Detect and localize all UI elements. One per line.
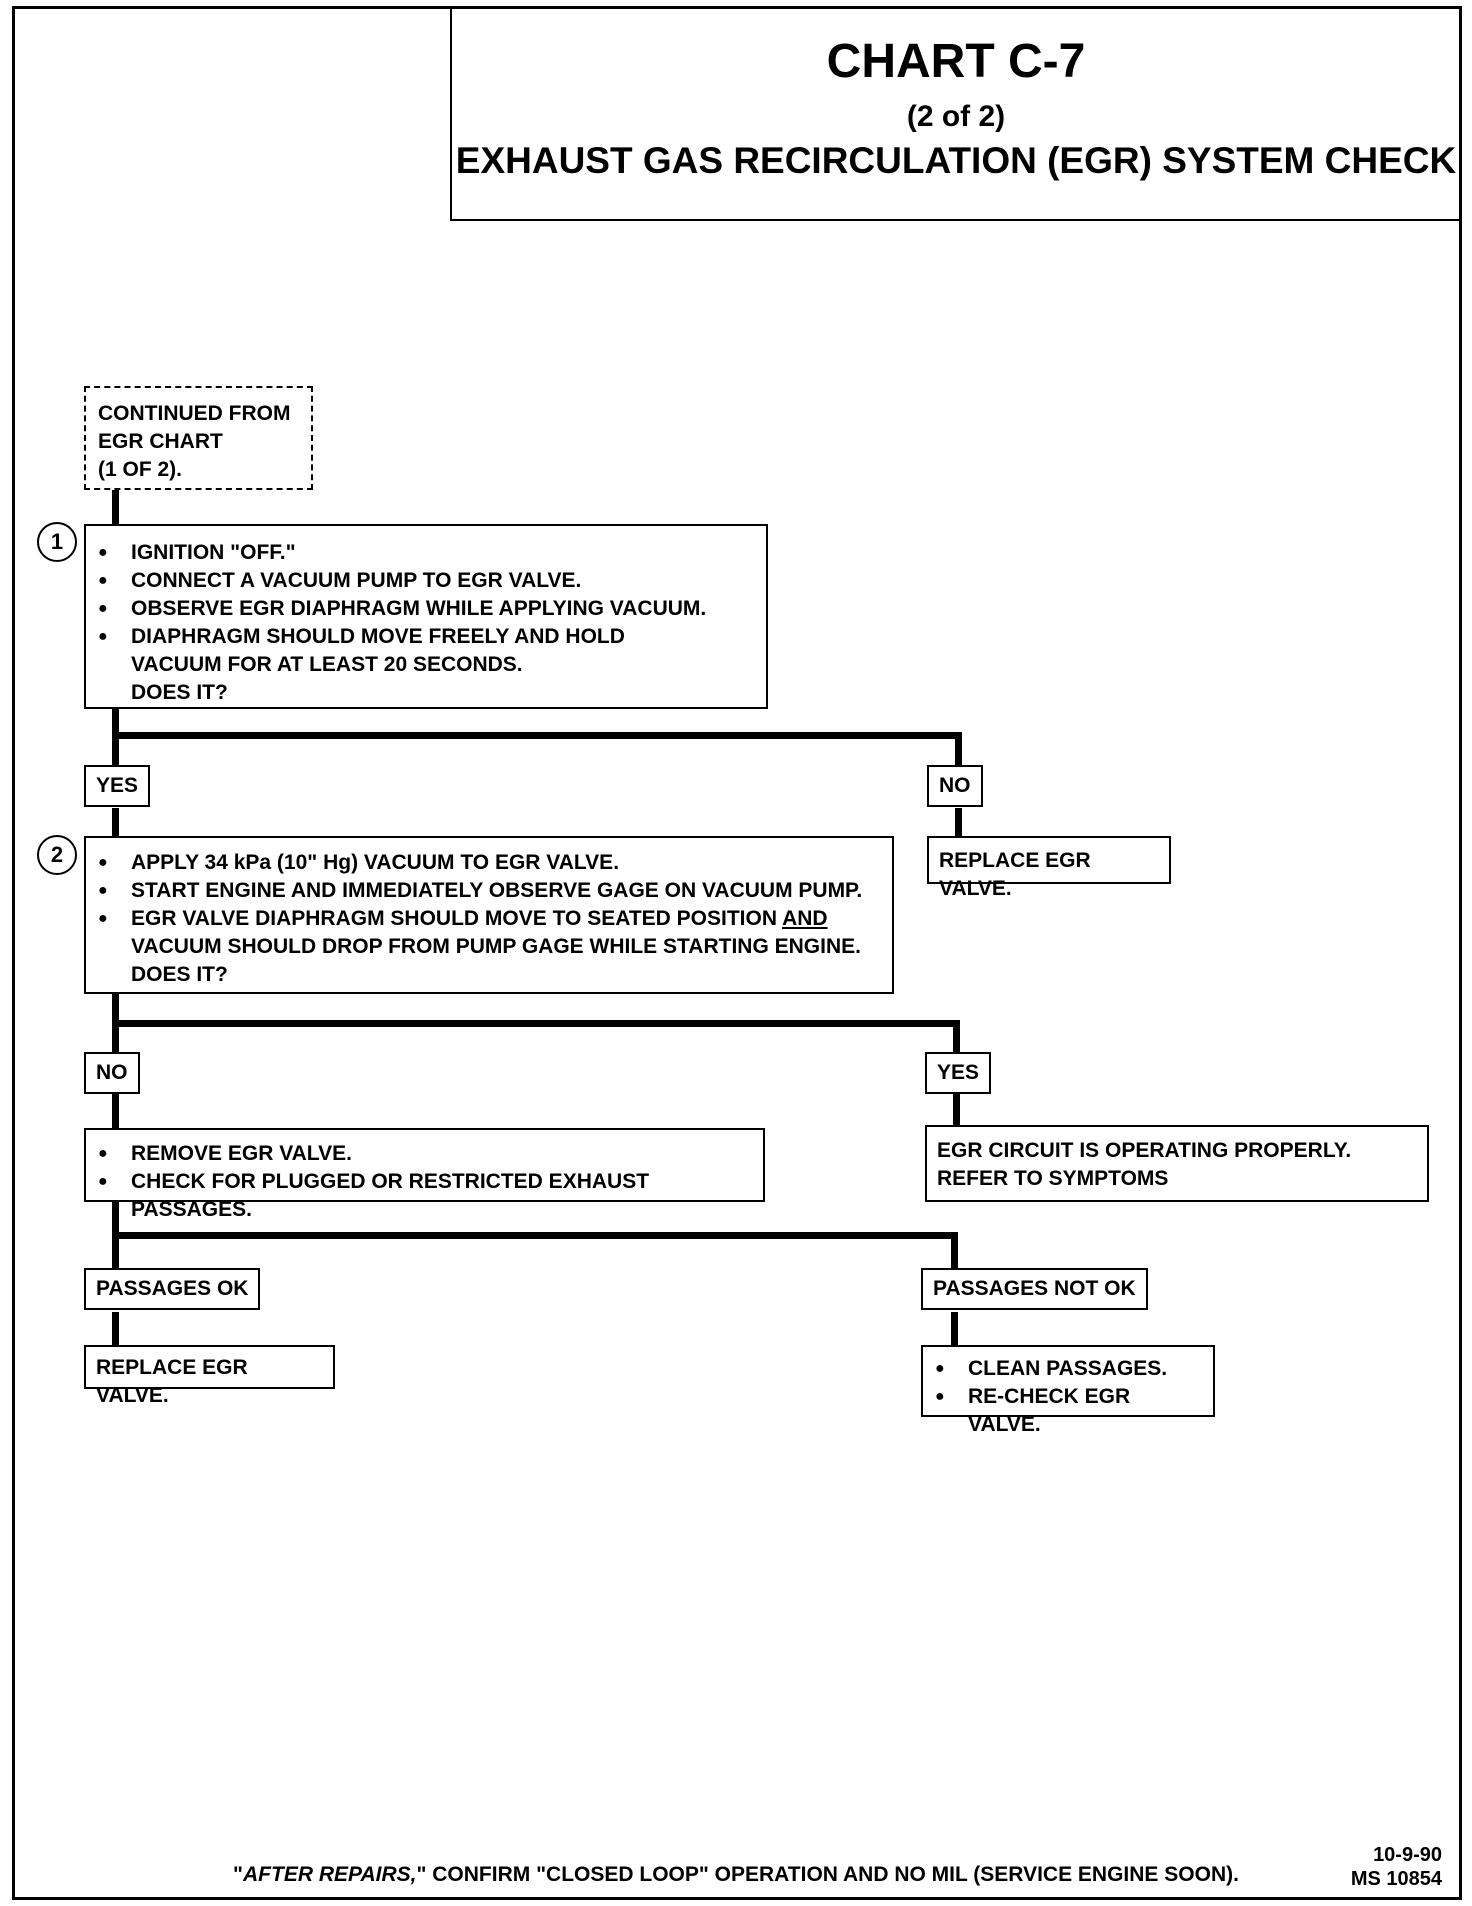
- document-date: 10-9-90: [1373, 1844, 1442, 1866]
- chart-description: EXHAUST GAS RECIRCULATION (EGR) SYSTEM C…: [455, 140, 1457, 181]
- step-2-emphasis: AND: [782, 907, 828, 930]
- connector-no2-step3: [112, 1094, 119, 1130]
- passages-ok-label: PASSAGES OK: [84, 1268, 261, 1310]
- step-2-box: APPLY 34 kPa (10" Hg) VACUUM TO EGR VALV…: [84, 836, 894, 994]
- connector-yes1-step2: [112, 808, 119, 838]
- step-1-yes-label: YES: [84, 765, 151, 807]
- passages-not-ok-bullet: CLEAN PASSAGES.: [923, 1355, 1205, 1383]
- start-line: EGR CHART: [98, 430, 223, 453]
- connector-yes2-result: [953, 1094, 960, 1127]
- step-2-yes-result: EGR CIRCUIT IS OPERATING PROPERLY. REFER…: [925, 1125, 1429, 1202]
- step-3-box: REMOVE EGR VALVE. CHECK FOR PLUGGED OR R…: [84, 1128, 765, 1221]
- step-1-marker: 1: [37, 522, 77, 562]
- footer-note: "AFTER REPAIRS," CONFIRM "CLOSED LOOP" O…: [0, 1863, 1472, 1887]
- step-3-bullet: CHECK FOR PLUGGED OR RESTRICTED EXHAUST …: [86, 1168, 755, 1224]
- step-1-bullet: DIAPHRAGM SHOULD MOVE FREELY AND HOLD VA…: [86, 623, 758, 679]
- step-1-no-result: REPLACE EGR VALVE.: [927, 836, 1171, 900]
- step-2-bullet-text: EGR VALVE DIAPHRAGM SHOULD MOVE TO SEATE…: [131, 907, 783, 930]
- step-1-box: IGNITION "OFF." CONNECT A VACUUM PUMP TO…: [84, 524, 768, 709]
- step-2-bullet: START ENGINE AND IMMEDIATELY OBSERVE GAG…: [86, 877, 884, 905]
- document-number: MS 10854: [1350, 1868, 1442, 1890]
- passages-not-ok-label: PASSAGES NOT OK: [921, 1268, 1148, 1310]
- step-2-yes-label: YES: [925, 1052, 992, 1094]
- step-1-bullet: OBSERVE EGR DIAPHRAGM WHILE APPLYING VAC…: [86, 595, 758, 623]
- passages-not-ok-bullet: RE-CHECK EGR VALVE.: [923, 1383, 1205, 1439]
- connector-step1-no-down: [955, 732, 962, 767]
- step-2-question: DOES IT?: [131, 963, 228, 986]
- title-block: CHART C-7 (2 of 2) EXHAUST GAS RECIRCULA…: [450, 8, 1460, 221]
- step-2-bullet: APPLY 34 kPa (10" Hg) VACUUM TO EGR VALV…: [86, 849, 884, 877]
- page-border: [12, 6, 1462, 1900]
- chart-title: CHART C-7: [826, 35, 1086, 88]
- footer-note-text: " CONFIRM "CLOSED LOOP" OPERATION AND NO…: [416, 1863, 1239, 1886]
- step-2-no-label: NO: [84, 1052, 140, 1094]
- step-3-bullet: REMOVE EGR VALVE.: [86, 1140, 755, 1168]
- step-1-bullet: IGNITION "OFF.": [86, 539, 758, 567]
- connector-no1-result: [955, 808, 962, 838]
- footer-note-emphasis: AFTER REPAIRS,: [243, 1863, 417, 1886]
- footer-note-quote: ": [233, 1863, 243, 1886]
- step-2-bullet-text: VACUUM SHOULD DROP FROM PUMP GAGE WHILE …: [131, 935, 861, 958]
- connector-ok-result: [112, 1312, 119, 1347]
- connector-start-step1: [112, 488, 119, 525]
- connector-notok-result: [951, 1312, 958, 1347]
- document-id-block: 10-9-90 MS 10854: [1351, 1843, 1442, 1891]
- connector-step2-branch: [112, 1020, 960, 1027]
- step-1-no-label: NO: [927, 765, 983, 807]
- connector-step3-branch: [112, 1232, 958, 1239]
- step-1-bullet: CONNECT A VACUUM PUMP TO EGR VALVE.: [86, 567, 758, 595]
- start-box: CONTINUED FROM EGR CHART (1 OF 2).: [84, 386, 313, 490]
- connector-step1-branch: [112, 732, 962, 739]
- step-2-bullet: EGR VALVE DIAPHRAGM SHOULD MOVE TO SEATE…: [86, 905, 884, 961]
- passages-ok-result: REPLACE EGR VALVE.: [84, 1345, 335, 1407]
- step-2-marker: 2: [37, 835, 77, 875]
- step-1-question: DOES IT?: [131, 681, 228, 704]
- chart-subtitle: (2 of 2): [906, 100, 1006, 133]
- connector-step3-notok-down: [951, 1232, 958, 1270]
- start-line: (1 OF 2).: [98, 458, 183, 481]
- start-line: CONTINUED FROM: [98, 402, 291, 425]
- passages-not-ok-result: CLEAN PASSAGES. RE-CHECK EGR VALVE.: [921, 1345, 1215, 1436]
- connector-step2-yes-down: [953, 1020, 960, 1053]
